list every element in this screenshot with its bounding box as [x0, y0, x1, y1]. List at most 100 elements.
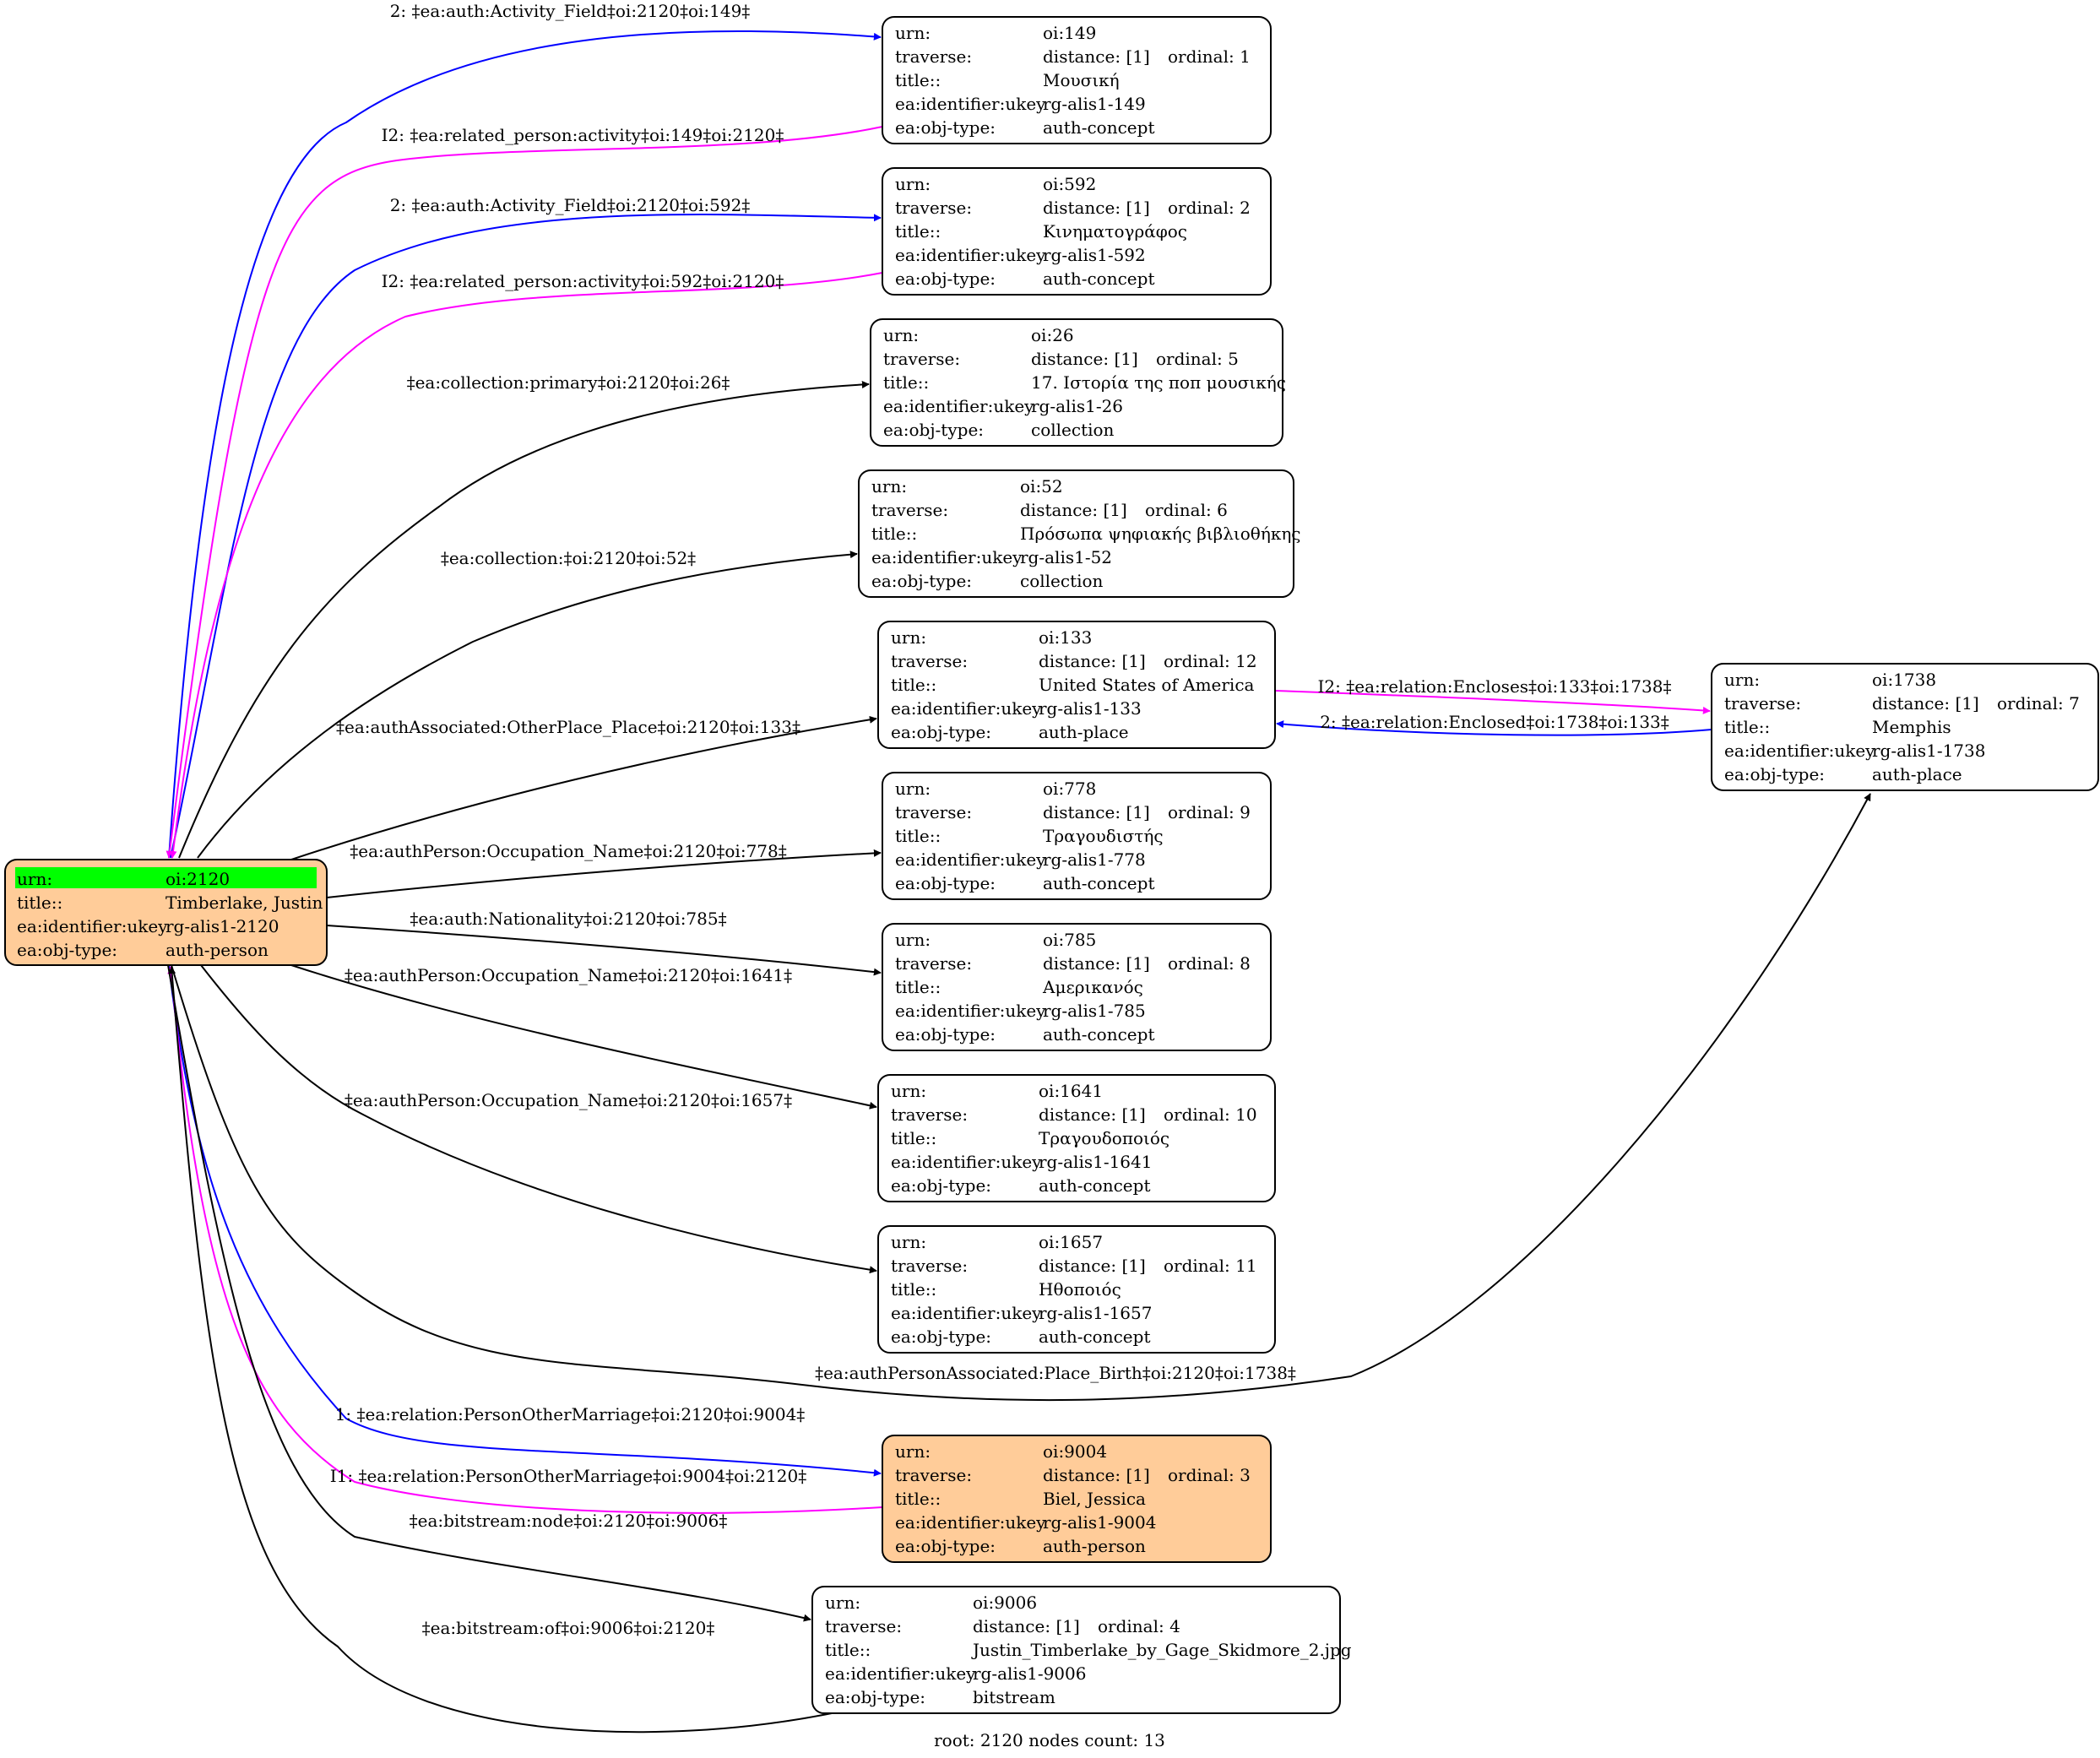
node-9006-ordinal: ordinal: 4: [1098, 1616, 1180, 1636]
root-urn-label: urn:: [17, 869, 52, 889]
node-149-title-value: Μουσική: [1043, 70, 1120, 90]
edge-e18: [1276, 720, 1712, 736]
edge-e7: [290, 715, 877, 860]
edge-e9: [326, 925, 882, 976]
node-778-traverse-label: traverse:: [895, 802, 972, 822]
node-592-title-value: Κινηματογράφος: [1043, 221, 1187, 241]
node-1641-urn-value: oi:1641: [1039, 1081, 1103, 1101]
edge-e4: [169, 272, 883, 859]
node-9004-box: [882, 1435, 1272, 1563]
node-52-urn-value: oi:52: [1020, 476, 1063, 496]
node-1738-ordinal: ordinal: 7: [1997, 693, 2080, 714]
node-592-ukey-label: ea:identifier:ukey: [895, 245, 1046, 265]
node-9006-ukey-value: rg-alis1-9006: [973, 1663, 1086, 1684]
node-133-traverse-value: distance: [1]: [1039, 651, 1146, 671]
edge-label-e1: 2: ‡ea:auth:Activity_Field‡oi:2120‡oi:14…: [390, 1, 751, 21]
node-1657-title-label: title::: [891, 1279, 936, 1300]
node-592-traverse-label: traverse:: [895, 198, 972, 218]
node-52-title-value: Πρόσωπα ψηφιακής βιβλιοθήκης: [1020, 524, 1301, 544]
node-52-traverse-label: traverse:: [871, 500, 948, 520]
edge-label-e16: ‡ea:bitstream:of‡oi:9006‡oi:2120‡: [422, 1618, 715, 1638]
edge-e16: [168, 966, 833, 1734]
node-785-objtype-label: ea:obj-type:: [895, 1024, 996, 1044]
node-149-objtype-value: auth-concept: [1043, 117, 1154, 138]
node-26-urn-label: urn:: [883, 325, 919, 345]
node-1738-objtype-value: auth-place: [1872, 764, 1962, 784]
node-1641-urn-label: urn:: [891, 1081, 926, 1101]
node-1738[interactable]: urn: oi:1738 traverse: distance: [1] ordinal…: [1711, 663, 2099, 791]
node-149-box: [882, 16, 1272, 144]
edge-label-e11: ‡ea:authPerson:Occupation_Name‡oi:2120‡o…: [345, 1090, 792, 1110]
node-52-box: [858, 469, 1294, 598]
edge-e14: [167, 966, 883, 1514]
edge-e10: [290, 964, 877, 1110]
node-52-ukey-label: ea:identifier:ukey: [871, 547, 1023, 567]
node-1738-objtype-label: ea:obj-type:: [1724, 764, 1825, 784]
node-133-ordinal: ordinal: 12: [1164, 651, 1257, 671]
node-133-ukey-value: rg-alis1-133: [1039, 698, 1142, 719]
node-1738-urn-label: urn:: [1724, 670, 1760, 690]
node-9004-title-value: Biel, Jessica: [1043, 1489, 1146, 1509]
node-149-traverse-value: distance: [1]: [1043, 46, 1150, 67]
node-26-ordinal: ordinal: 5: [1156, 349, 1239, 369]
node-785-traverse-label: traverse:: [895, 953, 972, 974]
node-26-title-value: 17. Ιστορία της ποπ μουσικής: [1031, 372, 1286, 393]
node-592-urn-label: urn:: [895, 174, 931, 194]
node-1738-urn-value: oi:1738: [1872, 670, 1936, 690]
node-1657-title-value: Ηθοποιός: [1039, 1279, 1121, 1300]
edge-e1: [168, 30, 882, 859]
node-785-ukey-value: rg-alis1-785: [1043, 1001, 1146, 1021]
node-9004-ordinal: ordinal: 3: [1168, 1465, 1251, 1485]
root-ukey-label: ea:identifier:ukey: [17, 916, 168, 936]
node-9004-objtype-value: auth-person: [1043, 1536, 1146, 1556]
node-26-urn-value: oi:26: [1031, 325, 1074, 345]
node-9004-objtype-label: ea:obj-type:: [895, 1536, 996, 1556]
node-1738-traverse-value: distance: [1]: [1872, 693, 1979, 714]
node-133-objtype-value: auth-place: [1039, 722, 1129, 742]
node-1657-urn-label: urn:: [891, 1232, 926, 1252]
node-592-ordinal: ordinal: 2: [1168, 198, 1251, 218]
node-1641-title-value: Τραγουδοποιός: [1039, 1128, 1169, 1148]
node-1738-box: [1711, 663, 2099, 791]
node-778-traverse-value: distance: [1]: [1043, 802, 1150, 822]
node-133-traverse-label: traverse:: [891, 651, 968, 671]
edge-label-e14: I1: ‡ea:relation:PersonOtherMarriage‡oi:…: [330, 1466, 807, 1486]
node-1657-traverse-value: distance: [1]: [1039, 1256, 1146, 1276]
edge-e17: [1274, 690, 1711, 714]
edges-layer: [166, 30, 1871, 1734]
node-785-title-label: title::: [895, 977, 941, 997]
node-592-ukey-value: rg-alis1-592: [1043, 245, 1146, 265]
edge-label-e9: ‡ea:auth:Nationality‡oi:2120‡oi:785‡: [410, 909, 726, 929]
node-1657-urn-value: oi:1657: [1039, 1232, 1103, 1252]
node-1657-ukey-label: ea:identifier:ukey: [891, 1303, 1042, 1323]
node-778-ordinal: ordinal: 9: [1168, 802, 1251, 822]
node-785-title-value: Αμερικανός: [1042, 977, 1143, 997]
node-1657-ordinal: ordinal: 11: [1164, 1256, 1257, 1276]
edge-label-e4: I2: ‡ea:related_person:activity‡oi:592‡o…: [382, 271, 784, 291]
node-1657-ukey-value: rg-alis1-1657: [1039, 1303, 1152, 1323]
node-1738-traverse-label: traverse:: [1724, 693, 1801, 714]
node-592-traverse-value: distance: [1]: [1043, 198, 1150, 218]
node-52-objtype-label: ea:obj-type:: [871, 571, 972, 591]
node-1657-box: [877, 1225, 1276, 1354]
edge-labels-layer: 2: ‡ea:auth:Activity_Field‡oi:2120‡oi:14…: [330, 1, 1672, 1638]
node-778-objtype-label: ea:obj-type:: [895, 873, 996, 893]
node-9004-ukey-value: rg-alis1-9004: [1043, 1512, 1156, 1533]
node-9004-title-label: title::: [895, 1489, 941, 1509]
node-1641-objtype-value: auth-concept: [1039, 1175, 1150, 1196]
node-9006-title-label: title::: [825, 1640, 871, 1660]
